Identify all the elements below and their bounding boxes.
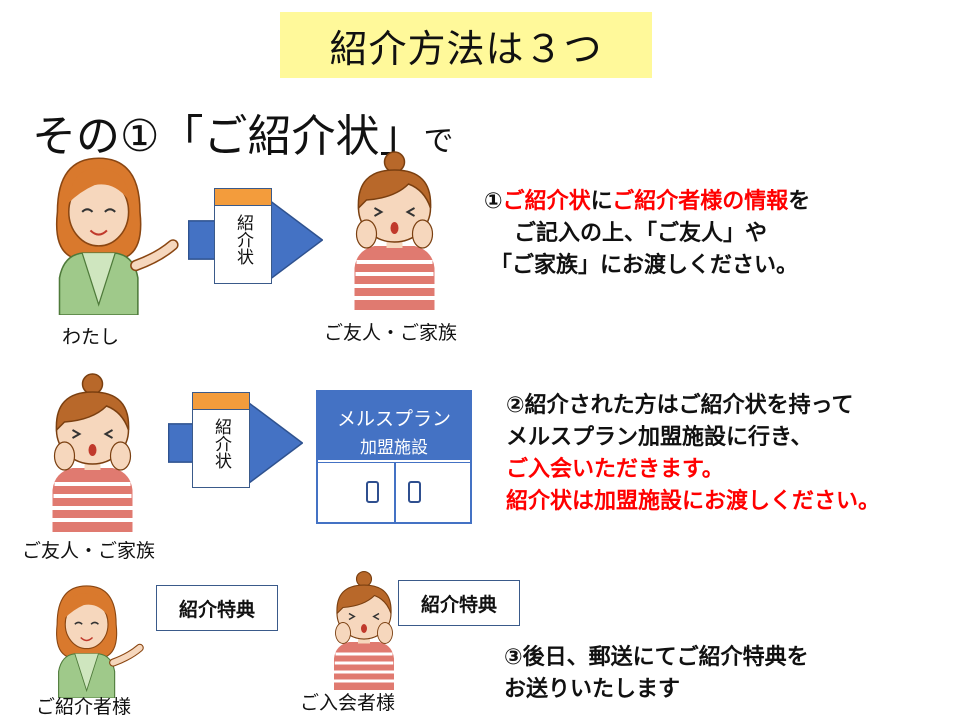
label-me: わたし xyxy=(62,326,120,348)
facility-name: メルスプラン xyxy=(336,408,451,430)
referral-letter-label: 紹介状 xyxy=(233,214,253,265)
friend-illustration-2 xyxy=(40,372,145,532)
section-heading: その①「ご紹介状」で xyxy=(32,100,453,164)
referral-letter-icon: 紹介状 xyxy=(214,188,272,284)
referral-bonus-card-2: 紹介特典 xyxy=(398,580,520,626)
label-friend-family-1: ご友人・ご家族 xyxy=(324,322,458,344)
door-right xyxy=(394,462,470,523)
section-heading-main: その①「ご紹介状」 xyxy=(32,111,424,162)
page-title: 紹介方法は３つ xyxy=(280,12,652,78)
label-member: ご入会者様 xyxy=(300,692,396,714)
door-left xyxy=(318,462,396,523)
section-heading-suffix: で xyxy=(423,124,454,159)
step3-text: ③後日、郵送にてご紹介特典を お送りいたします xyxy=(504,645,809,702)
facility-type: 加盟施設 xyxy=(360,438,428,458)
facility-sign: メルスプラン 加盟施設 xyxy=(318,392,470,460)
referral-letter-icon-2: 紹介状 xyxy=(192,392,250,488)
referral-bonus-card: 紹介特典 xyxy=(156,585,278,631)
member-illustration xyxy=(325,570,403,690)
label-referrer: ご紹介者様 xyxy=(36,696,132,718)
step2-text: ②紹介された方はご紹介状を持って メルスプラン加盟施設に行き、 ご入会いただきま… xyxy=(506,393,881,514)
friend-illustration xyxy=(342,150,447,310)
member-facility-icon: メルスプラン 加盟施設 xyxy=(316,390,472,524)
referrer-illustration xyxy=(42,580,146,698)
label-friend-family-2: ご友人・ご家族 xyxy=(22,540,156,562)
me-illustration xyxy=(24,150,194,315)
title-text: 紹介方法は３つ xyxy=(329,26,603,71)
referral-letter-label-2: 紹介状 xyxy=(211,418,231,469)
step1-text: ①ご紹介状にご紹介者様の情報を ご記入の上、「ご友人」や 「ご家族」にお渡しくだ… xyxy=(484,189,811,278)
